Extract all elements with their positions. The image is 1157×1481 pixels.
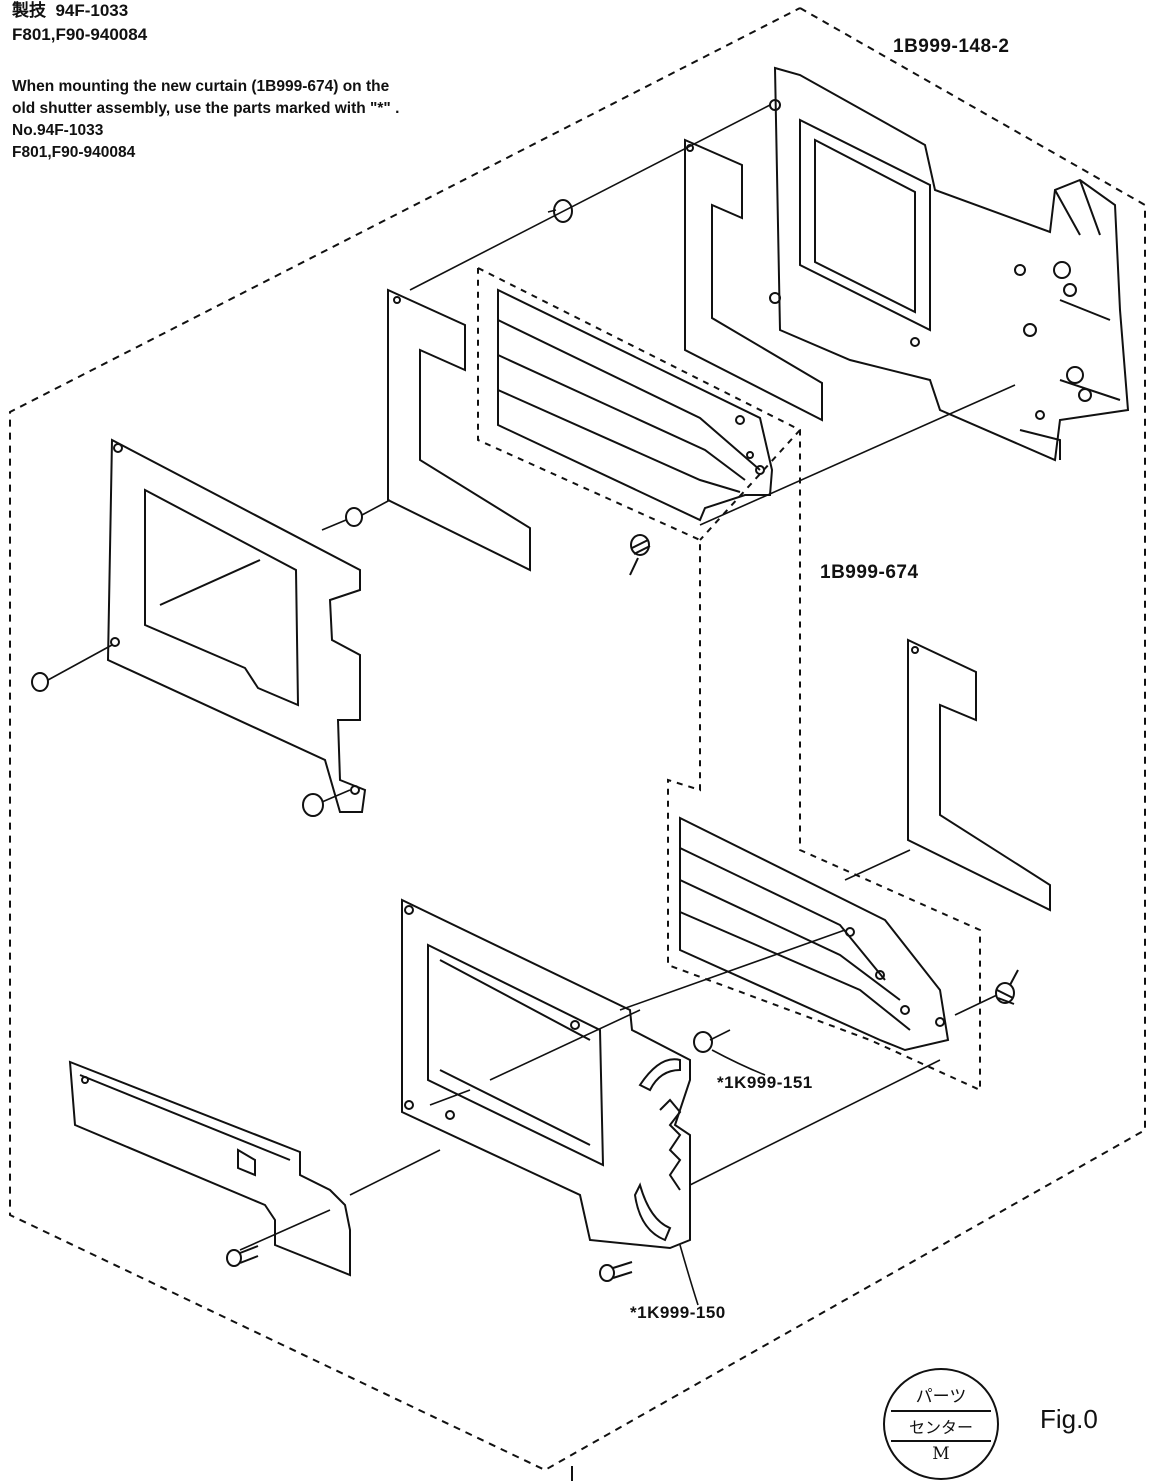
left-washer-lower [31, 672, 49, 692]
label-plate: *1K999-150 [630, 1303, 726, 1322]
stamp-divider-2 [891, 1440, 991, 1442]
lower-spring [995, 969, 1019, 1005]
note-line-3: No.94F-1033 [12, 122, 104, 139]
upper-spring [629, 534, 651, 576]
assembly-boundary [9, 7, 1146, 1472]
lower-separator-plate [907, 638, 1051, 912]
label-washer: *1K999-151 [717, 1073, 813, 1092]
note-line-4: F801,F90-940084 [12, 144, 136, 161]
stamp-line-1: パーツ [915, 1387, 967, 1407]
shutter-unit [769, 66, 1130, 462]
doc-code: 製技 94F-1033 [12, 1, 129, 20]
label-shutter-unit: 1B999-148-2 [893, 36, 1010, 57]
model-code: F801,F90-940084 [12, 25, 148, 44]
bottom-washer [302, 793, 324, 817]
stamp-line-2: センター [908, 1418, 973, 1437]
stamp-divider-1 [891, 1410, 991, 1412]
lower-frame-plate [401, 898, 691, 1250]
guide-lines [47, 104, 1016, 1251]
parts-center-stamp: パーツ センター M [883, 1368, 999, 1480]
left-washer [345, 507, 363, 527]
bracket-screw [226, 1245, 259, 1267]
curtain-kit-boundary [477, 267, 981, 1092]
figure-label: Fig.0 [1040, 1404, 1098, 1434]
note-line-1: When mounting the new curtain (1B999-674… [12, 78, 390, 95]
note-line-2: old shutter assembly, use the parts mark… [12, 100, 400, 117]
left-separator-plate [387, 288, 531, 572]
stamp-line-3: M [932, 1444, 950, 1464]
bottom-bracket [68, 1060, 351, 1277]
upper-curtain-blades [497, 288, 774, 522]
label-leaders [679, 1049, 766, 1306]
frame-washer [693, 1031, 713, 1053]
frame-screw [599, 1261, 633, 1282]
upper-separator-plate [684, 138, 823, 422]
left-cover-plate [106, 438, 367, 813]
lower-curtain-blades [679, 816, 950, 1052]
label-curtain-assembly: 1B999-674 [820, 562, 919, 583]
